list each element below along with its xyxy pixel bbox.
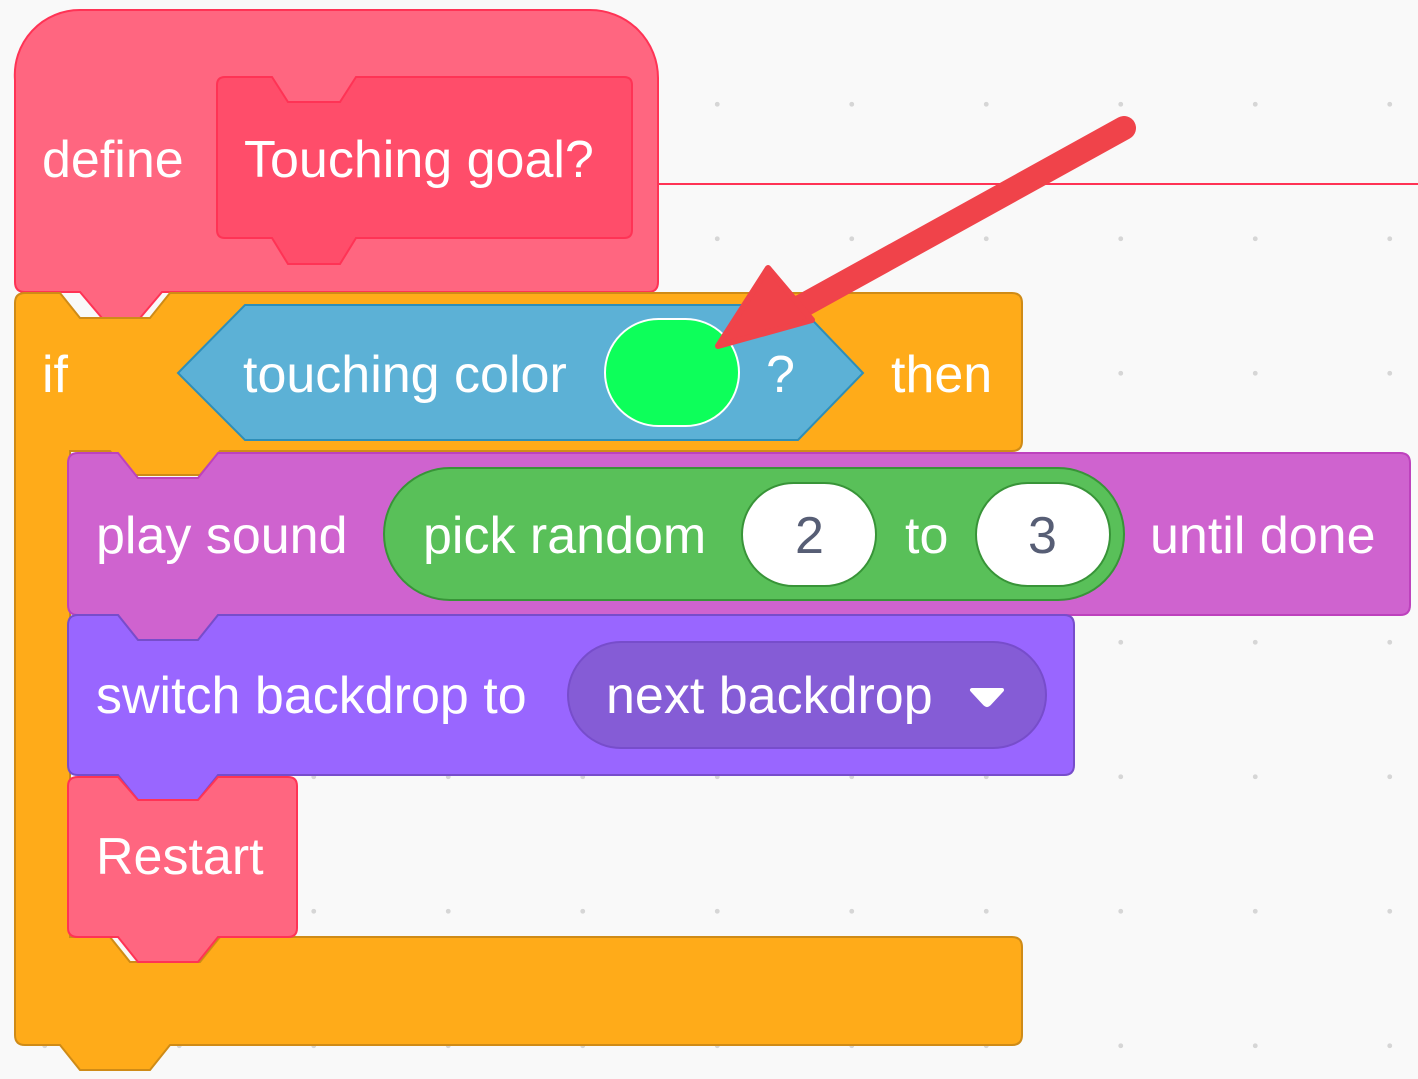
play-sound-label: play sound	[96, 507, 348, 565]
if-then-block[interactable]	[14, 292, 1023, 1071]
annotation-arrowhead-icon	[715, 265, 815, 349]
random-from-value[interactable]: 2	[795, 507, 824, 565]
random-to-input[interactable]	[975, 482, 1111, 587]
touching-color-label: touching color	[243, 346, 567, 404]
until-done-label: until done	[1150, 507, 1376, 565]
pick-random-label: pick random	[423, 507, 707, 565]
color-swatch[interactable]	[604, 318, 740, 427]
procedure-prototype[interactable]	[216, 76, 633, 265]
to-label: to	[905, 507, 949, 565]
random-to-value[interactable]: 3	[1028, 507, 1057, 565]
restart-label: Restart	[96, 828, 264, 886]
then-label: then	[891, 346, 993, 404]
restart-block[interactable]	[67, 776, 298, 963]
switch-backdrop-label: switch backdrop to	[96, 667, 527, 725]
backdrop-dropdown-value[interactable]: next backdrop	[606, 667, 933, 725]
backdrop-dropdown[interactable]	[567, 641, 1047, 749]
annotation-arrow-icon	[790, 116, 1136, 318]
dropdown-arrow-icon[interactable]	[970, 688, 1004, 707]
procedure-name: Touching goal?	[244, 131, 594, 189]
if-label: if	[42, 346, 68, 404]
random-from-input[interactable]	[741, 482, 877, 587]
define-keyword: define	[42, 131, 184, 189]
question-mark-label: ?	[766, 346, 795, 404]
